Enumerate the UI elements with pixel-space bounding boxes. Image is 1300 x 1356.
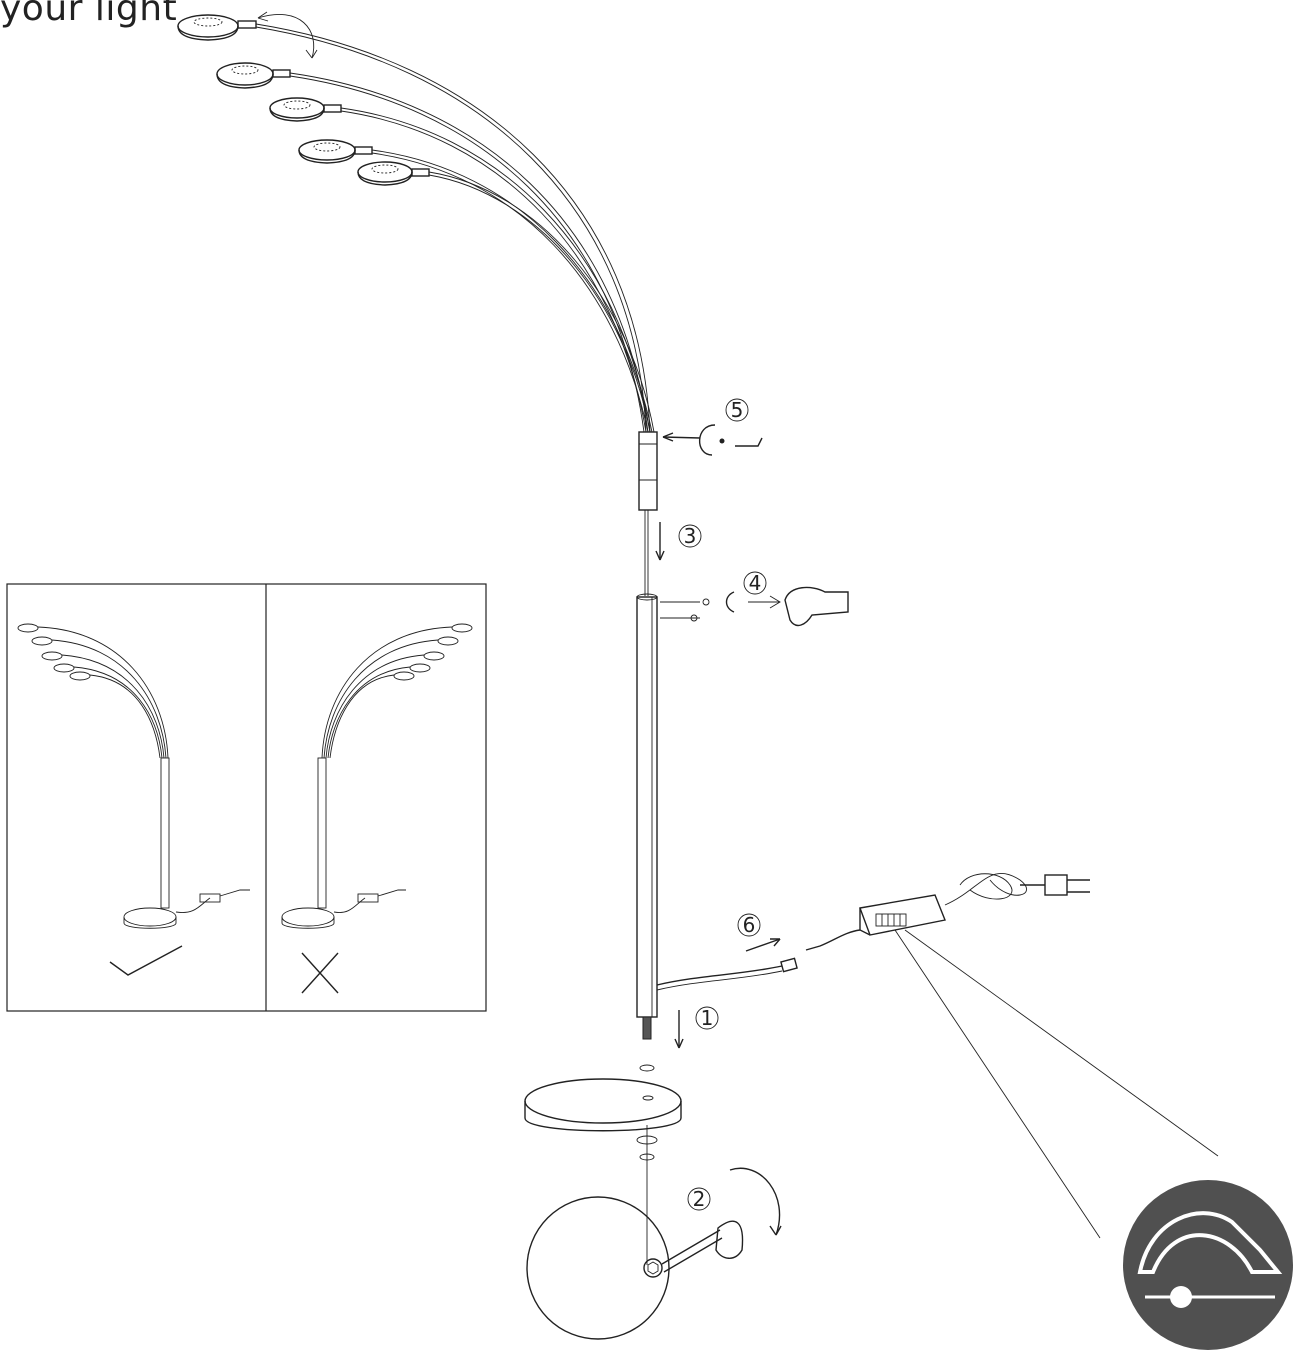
lamp-arms [255, 23, 655, 433]
upper-connector [638, 431, 658, 596]
dimmer-arc-icon [1137, 1211, 1283, 1274]
screw-icon [702, 598, 710, 606]
step-1-label: 1 [701, 1006, 714, 1030]
washer-icon [639, 1064, 655, 1072]
hex-key-icon [735, 437, 763, 447]
shade-5 [357, 161, 430, 186]
step-3: 3 [655, 522, 702, 561]
rotate-arrow-icon [729, 1167, 781, 1236]
step-4-badge [743, 571, 767, 595]
step-2-badge [687, 1187, 711, 1211]
check-mark-icon [109, 945, 183, 976]
comparison-panel [6, 583, 487, 1012]
hand-icon [715, 1220, 744, 1259]
plug-icon [1044, 874, 1068, 896]
shade-2 [216, 62, 291, 89]
shade-1 [177, 14, 257, 41]
shade-3 [269, 97, 342, 122]
hand-icon [784, 586, 849, 627]
power-cable: 6 [656, 913, 861, 991]
dimmer-badge [1123, 1180, 1293, 1350]
shade-4 [298, 139, 373, 164]
step-1-badge [695, 1006, 719, 1030]
led-driver [859, 873, 1219, 1239]
base-plate [524, 1078, 682, 1265]
dimmer-knob-icon [1170, 1286, 1192, 1308]
step-1: 1 [639, 1006, 719, 1072]
base-underside [526, 1196, 670, 1340]
step-2: 2 [526, 1167, 782, 1340]
header-text: your light [0, 0, 178, 29]
step-3-label: 3 [684, 524, 697, 548]
mini-lamp-incorrect [281, 623, 473, 994]
rotate-arrow-icon [257, 14, 315, 59]
step-5-label: 5 [731, 398, 744, 422]
lamp-shades [177, 11, 430, 186]
step-6-label: 6 [743, 913, 756, 937]
step-4: 4 [660, 571, 849, 627]
wrench-icon [661, 1229, 723, 1273]
step-4-label: 4 [749, 571, 762, 595]
mini-lamp-correct [17, 623, 250, 976]
step-5-badge [725, 398, 749, 422]
step-6-badge [737, 913, 761, 937]
screwdriver-icon [748, 595, 781, 609]
main-pole [636, 593, 658, 1040]
step-3-badge [678, 524, 702, 548]
rotate-arrow-icon [698, 424, 716, 456]
step-5: 5 [662, 398, 763, 456]
cross-mark-icon [301, 952, 339, 994]
step-2-label: 2 [693, 1187, 706, 1211]
